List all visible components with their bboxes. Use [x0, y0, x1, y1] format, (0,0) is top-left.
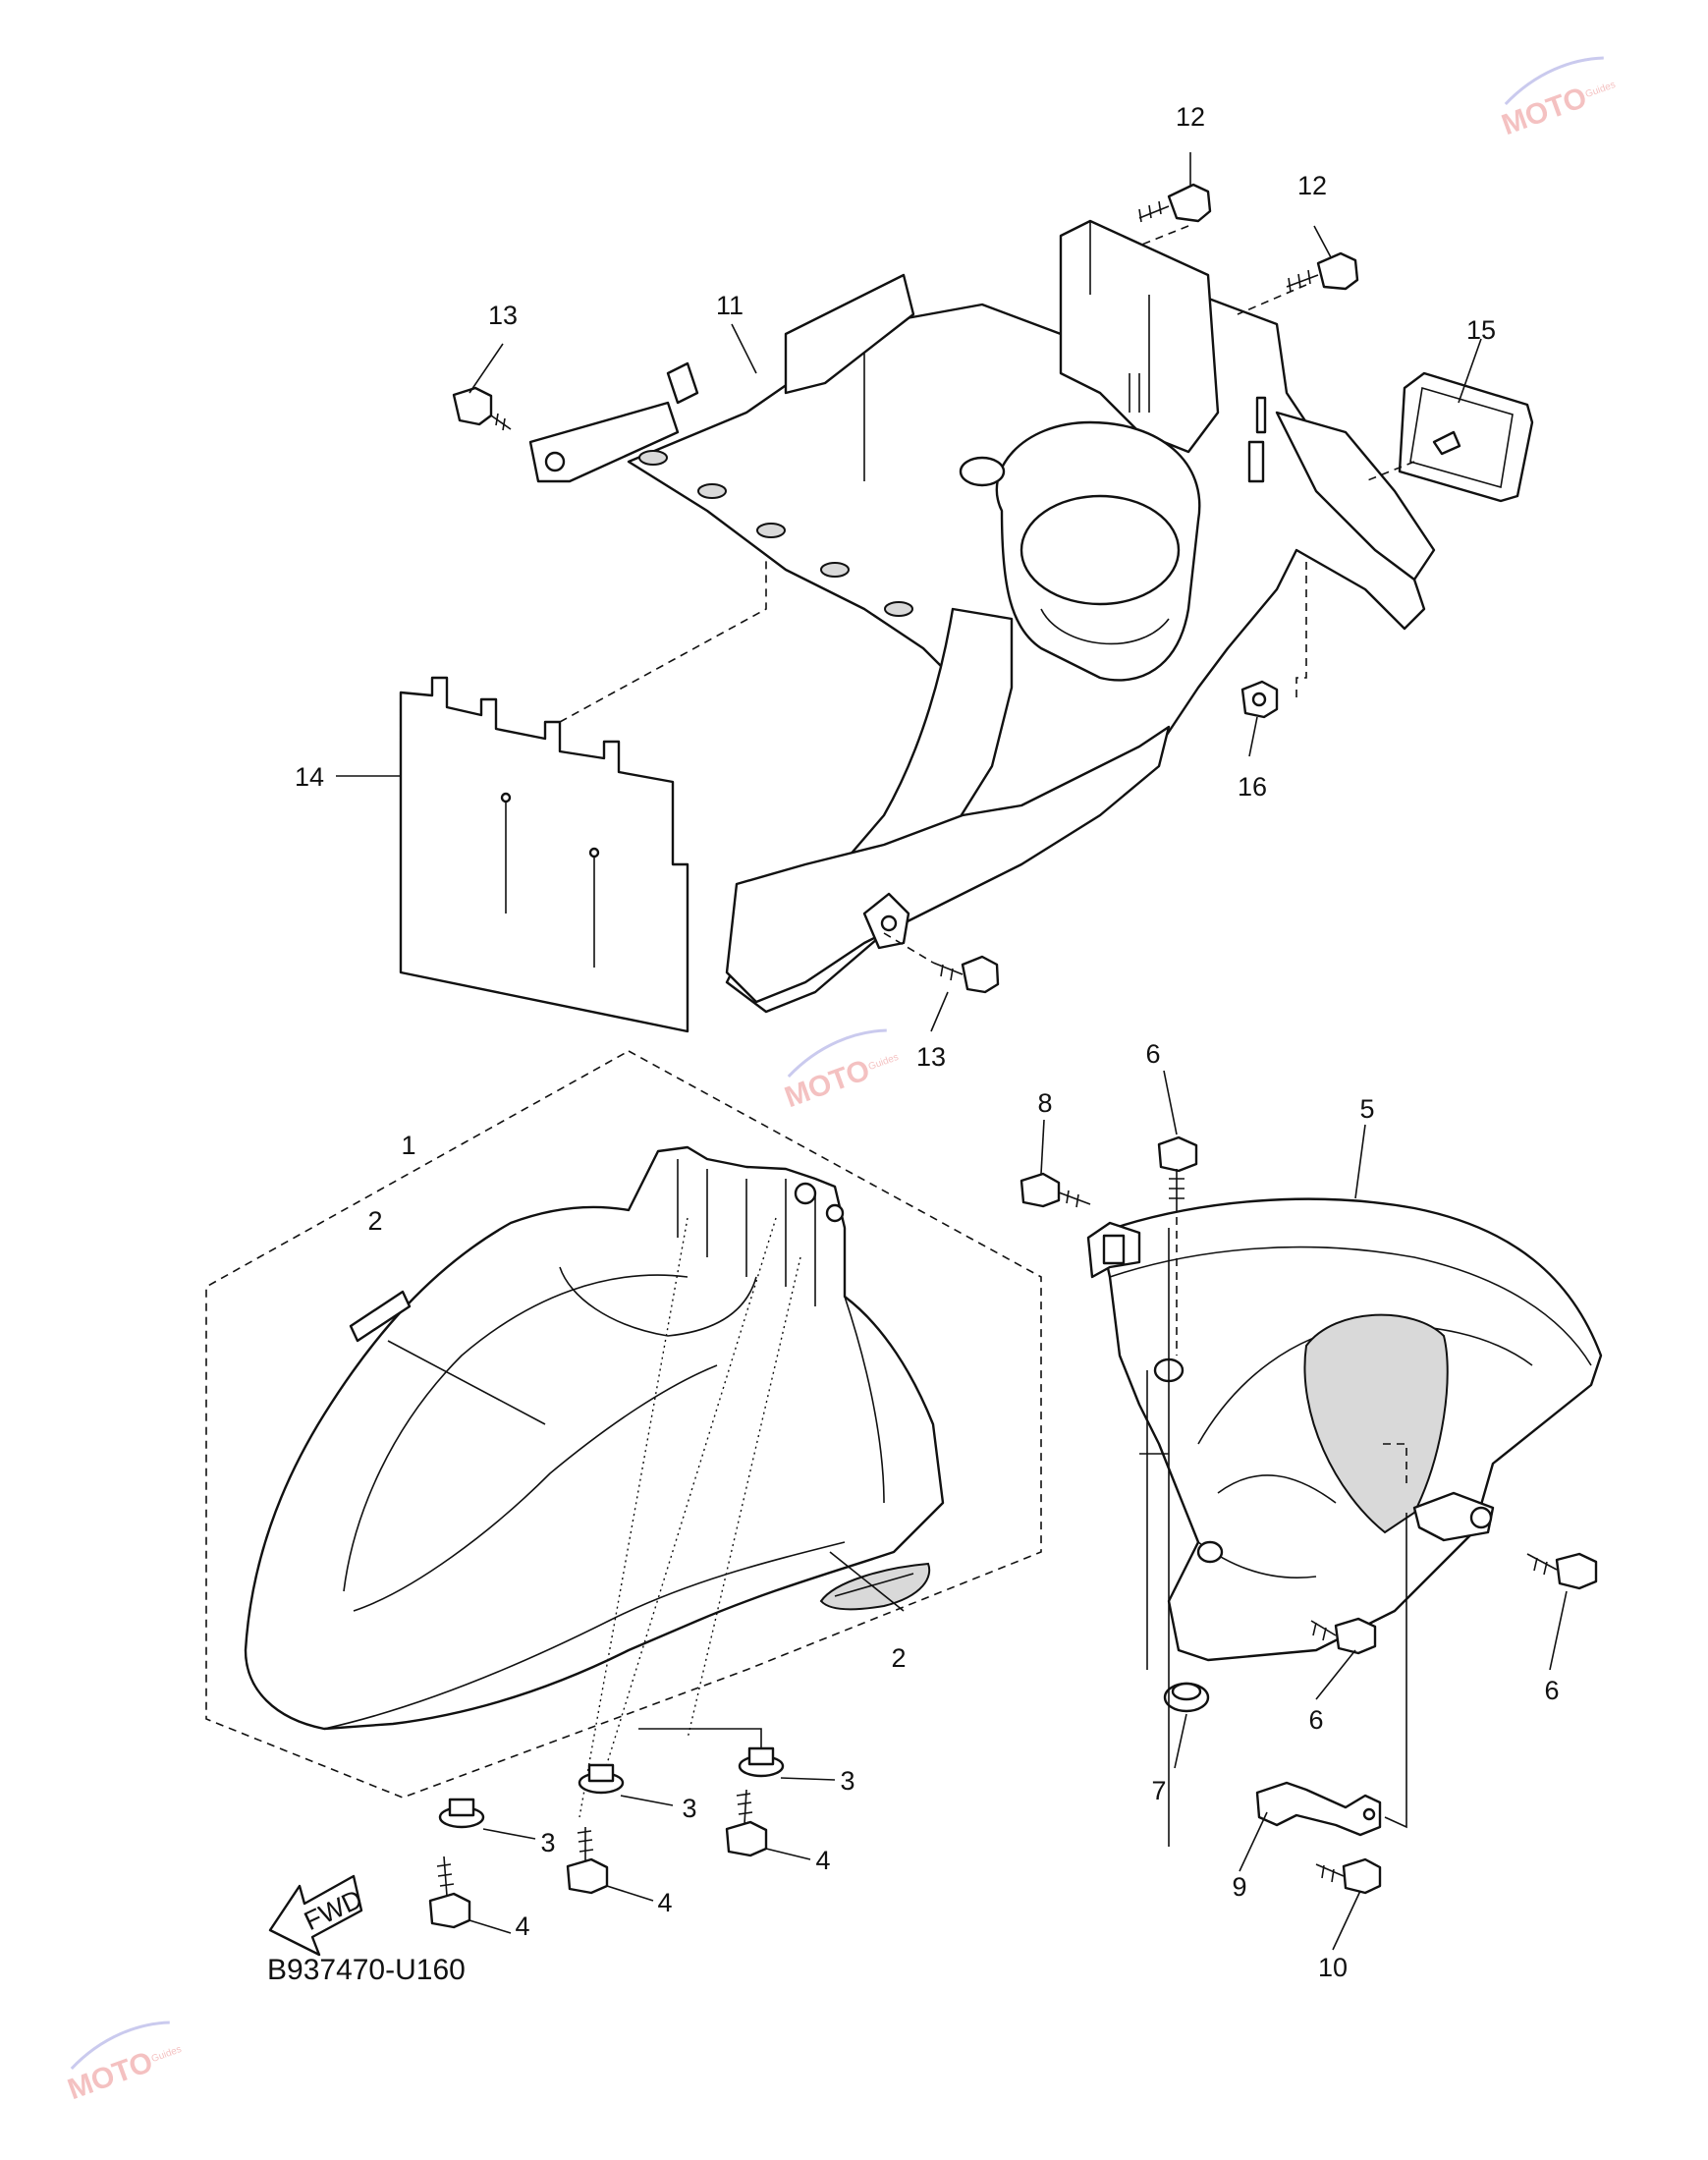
watermark-logo-bottom: MOTO Guides	[64, 2021, 184, 2107]
callout-6-c: 6	[1308, 1705, 1323, 1735]
callout-6-a: 6	[1145, 1039, 1160, 1069]
callout-7: 7	[1151, 1776, 1166, 1805]
front-fender	[244, 1145, 945, 1731]
diagram-code: B937470-U160	[267, 1954, 466, 1986]
rear-leader-lines	[1040, 1070, 1568, 1951]
callout-4-b: 4	[657, 1888, 672, 1917]
bolt-part-13-upper	[452, 386, 512, 431]
callout-3-b: 3	[682, 1794, 696, 1823]
fwd-arrow-icon: FWD	[268, 1874, 367, 1957]
callout-4-a: 4	[815, 1846, 830, 1875]
bolt-part-12-right	[1286, 251, 1359, 293]
bolt-part-6-right	[1526, 1552, 1598, 1590]
inner-fender-part-11	[528, 219, 1436, 1014]
grommet-part-7	[1163, 1682, 1210, 1713]
watermark-logo-top: MOTO Guides	[1498, 56, 1618, 142]
rear-fender-part-5	[1086, 1197, 1603, 1662]
callout-3-a: 3	[840, 1766, 854, 1796]
callout-13-b: 13	[916, 1042, 946, 1072]
callout-2-a: 2	[367, 1206, 382, 1236]
callout-6-b: 6	[1544, 1676, 1559, 1705]
callout-14: 14	[295, 762, 324, 792]
callout-11: 11	[716, 291, 744, 320]
svg-text:MOTO: MOTO	[64, 2046, 157, 2107]
kit-boundary-part-1	[205, 1050, 1042, 1799]
callout-10: 10	[1318, 1953, 1348, 1982]
callout-12-b: 12	[1297, 171, 1327, 200]
fender-dotted-lines	[387, 1217, 905, 1818]
reflector-part-15	[1398, 371, 1534, 503]
callout-4-c: 4	[515, 1911, 529, 1941]
upper-leader-lines	[336, 152, 1482, 1032]
bolt-part-4-b	[566, 1827, 609, 1895]
bolt-part-4-c	[725, 1789, 768, 1857]
nut-part-3-c	[738, 1746, 785, 1778]
callout-8: 8	[1037, 1088, 1052, 1118]
callout-5: 5	[1359, 1094, 1374, 1124]
bolt-part-6-top	[1157, 1135, 1198, 1203]
svg-text:MOTO: MOTO	[1498, 82, 1591, 142]
svg-text:Guides: Guides	[1584, 80, 1618, 100]
callout-3-c: 3	[540, 1828, 555, 1857]
callout-2-b: 2	[891, 1643, 906, 1673]
callout-15: 15	[1466, 315, 1496, 345]
nut-bolt-leaders	[468, 1777, 836, 1934]
callout-16: 16	[1238, 772, 1267, 802]
bolt-part-13-lower	[932, 955, 1000, 994]
watermark-logo-mid: MOTO Guides	[781, 1028, 901, 1115]
svg-text:MOTO: MOTO	[781, 1054, 874, 1115]
callout-1: 1	[401, 1131, 415, 1160]
mud-flap-part-14	[399, 676, 689, 1033]
bolt-part-8	[1019, 1172, 1091, 1208]
callout-9: 9	[1232, 1872, 1246, 1902]
nut-part-16	[1240, 680, 1279, 719]
svg-text:Guides: Guides	[867, 1052, 901, 1073]
callout-labels: 12 12 13 11 15 14 16 13 1 2 2 3 3 3 4 4 …	[295, 102, 1560, 1982]
bolt-part-12-left	[1138, 183, 1212, 223]
callout-13-a: 13	[488, 301, 518, 330]
bolt-part-4-a	[428, 1855, 471, 1929]
callout-12-a: 12	[1176, 102, 1205, 132]
bracket-part-9	[1255, 1781, 1382, 1837]
svg-text:Guides: Guides	[150, 2044, 184, 2065]
bolt-part-10	[1315, 1857, 1382, 1895]
nut-part-3-b	[578, 1763, 625, 1795]
fender-slot-row	[638, 450, 913, 617]
bolt-part-6-mid	[1310, 1617, 1377, 1655]
nut-part-3-a	[438, 1798, 485, 1829]
